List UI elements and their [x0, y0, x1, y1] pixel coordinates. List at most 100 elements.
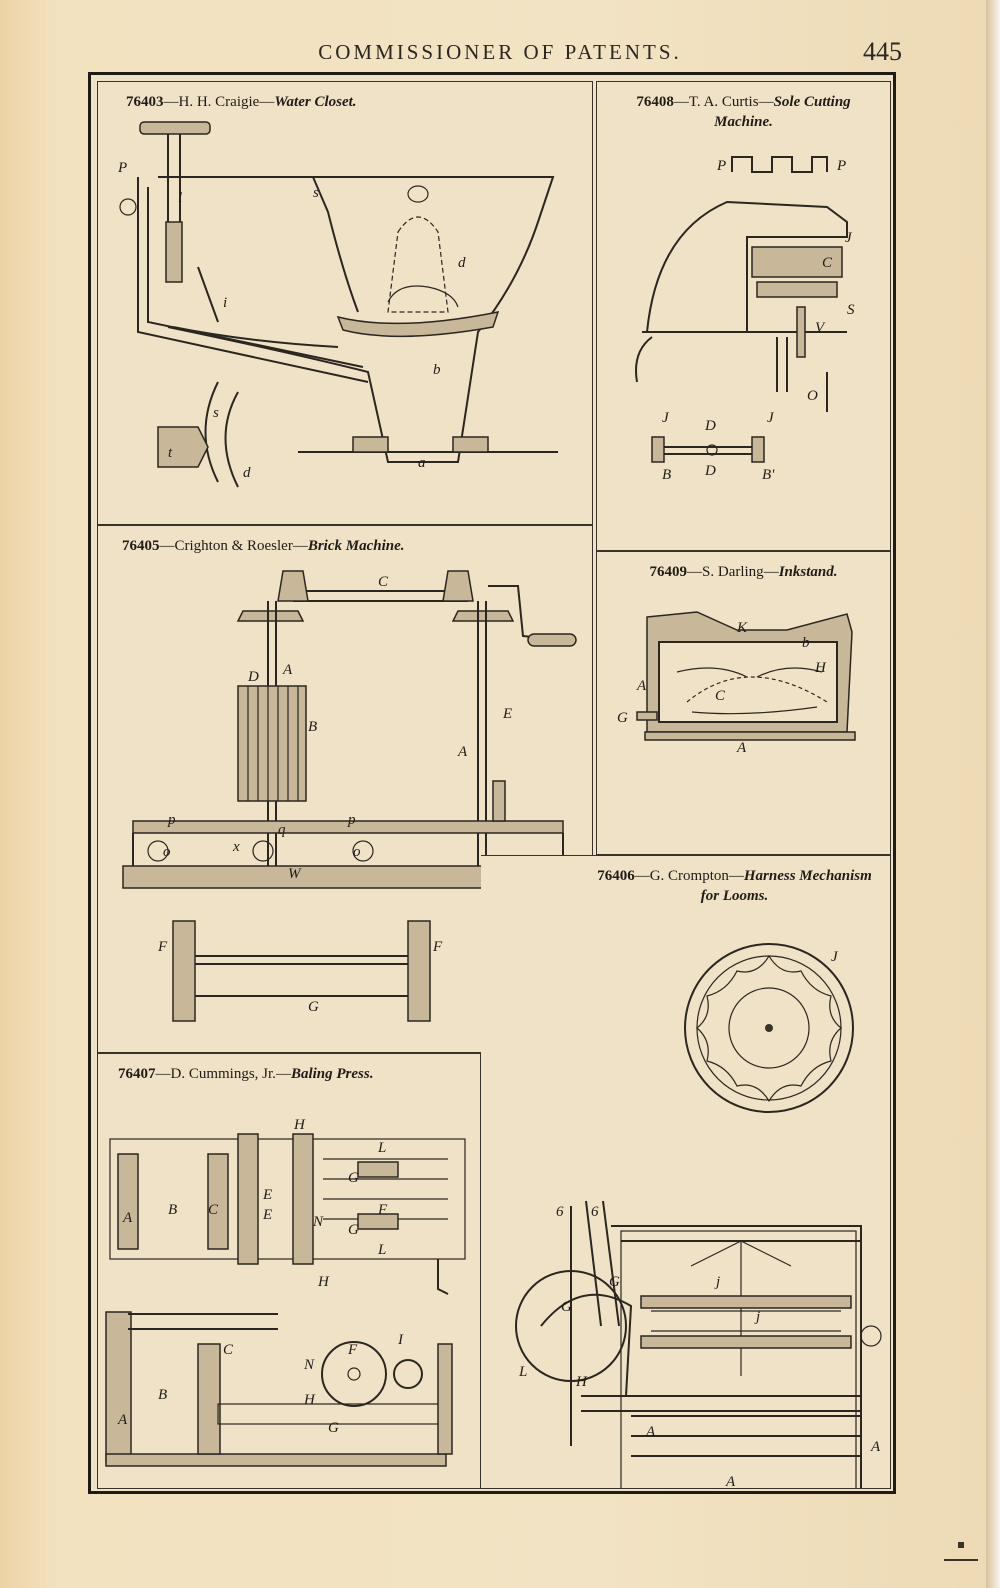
- page-edge: [986, 0, 1000, 1588]
- svg-text:t: t: [168, 445, 173, 461]
- svg-text:s: s: [213, 405, 219, 421]
- caption-76408: 76408—T. A. Curtis—Sole Cutting Machine.: [636, 94, 851, 130]
- caption-76403: 76403—H. H. Craigie—Water Closet.: [126, 94, 357, 110]
- invention-title: Water Closet.: [274, 94, 357, 110]
- svg-text:A: A: [282, 662, 293, 678]
- running-title: COMMISSIONER OF PATENTS.: [318, 40, 682, 64]
- inventor-name: G. Crompton: [649, 868, 729, 884]
- svg-text:A: A: [457, 744, 468, 760]
- svg-text:C: C: [378, 574, 389, 590]
- svg-text:p: p: [167, 812, 176, 828]
- page-header: COMMISSIONER OF PATENTS. 445: [90, 37, 910, 80]
- invention-title: Brick Machine.: [307, 538, 405, 554]
- svg-text:D: D: [704, 463, 716, 479]
- inventor-name: S. Darling: [702, 564, 764, 580]
- svg-text:G: G: [348, 1170, 359, 1186]
- svg-text:B: B: [168, 1202, 177, 1218]
- svg-text:x: x: [232, 839, 240, 855]
- svg-text:C: C: [223, 1342, 234, 1358]
- svg-text:H: H: [575, 1374, 588, 1390]
- inventor-name: T. A. Curtis: [688, 94, 759, 110]
- svg-text:G: G: [348, 1222, 359, 1238]
- invention-title: Baling Press.: [290, 1066, 374, 1082]
- svg-text:D: D: [704, 418, 716, 434]
- svg-text:o: o: [163, 844, 171, 860]
- panel-76407-baling-press: 76407—D. Cummings, Jr.—Baling Press.: [97, 1053, 481, 1489]
- svg-text:B: B: [308, 719, 317, 735]
- svg-text:S: S: [847, 302, 855, 318]
- invention-title: Sole Cutting Machine.: [714, 94, 851, 130]
- patent-number: 76405: [122, 538, 160, 554]
- svg-text:P: P: [117, 160, 127, 176]
- svg-text:G: G: [561, 1299, 572, 1315]
- panel-76406-harness-mechanism: 76406—G. Crompton—Harness Mechanism for …: [481, 855, 891, 1489]
- svg-text:j: j: [754, 1309, 760, 1325]
- svg-text:C: C: [822, 255, 833, 271]
- svg-text:C: C: [715, 688, 726, 704]
- svg-text:H: H: [317, 1274, 330, 1290]
- svg-text:L: L: [377, 1242, 386, 1258]
- svg-text:H: H: [814, 660, 827, 676]
- caption-76406: 76406—G. Crompton—Harness Mechanism for …: [597, 868, 872, 904]
- svg-text:s: s: [313, 185, 319, 201]
- svg-text:E: E: [262, 1187, 272, 1203]
- svg-text:G: G: [609, 1274, 620, 1290]
- page-corner-mark: [944, 1542, 978, 1561]
- svg-text:L: L: [518, 1364, 527, 1380]
- svg-text:q: q: [278, 822, 286, 838]
- svg-text:K: K: [736, 620, 748, 636]
- svg-text:D: D: [247, 669, 259, 685]
- svg-text:l: l: [178, 190, 182, 206]
- svg-text:G: G: [617, 710, 628, 726]
- svg-text:I: I: [397, 1332, 404, 1348]
- caption-76409: 76409—S. Darling—Inkstand.: [649, 564, 838, 580]
- svg-text:E: E: [502, 706, 512, 722]
- svg-text:F: F: [157, 939, 168, 955]
- svg-text:B': B': [762, 467, 775, 483]
- svg-text:N: N: [303, 1357, 315, 1373]
- svg-text:o: o: [353, 844, 361, 860]
- svg-text:J: J: [845, 230, 853, 246]
- svg-text:A: A: [736, 740, 747, 756]
- inventor-name: D. Cummings, Jr.: [170, 1066, 276, 1082]
- svg-text:H: H: [293, 1117, 306, 1133]
- svg-text:p: p: [347, 812, 356, 828]
- patent-number: 76409: [649, 564, 688, 580]
- svg-text:P: P: [836, 158, 846, 174]
- svg-text:a: a: [418, 455, 426, 471]
- svg-text:J: J: [831, 949, 839, 965]
- svg-text:J: J: [662, 410, 670, 426]
- svg-text:j: j: [714, 1274, 720, 1290]
- svg-text:d: d: [243, 465, 251, 481]
- baling-press-drawing: H L G A B C E E N F G L H I F B C N H G: [105, 1117, 466, 1467]
- svg-text:L: L: [377, 1140, 386, 1156]
- caption-76405: 76405—Crighton & Roesler—Brick Machine.: [122, 538, 405, 554]
- svg-text:F: F: [347, 1342, 358, 1358]
- panel-76408-sole-cutting-machine: 76408—T. A. Curtis—Sole Cutting Machine.…: [596, 81, 891, 551]
- brick-machine-drawing: C D A B E A p q p o x W o F F G P x: [122, 570, 577, 1025]
- patent-number: 76406: [597, 868, 635, 884]
- svg-text:B: B: [662, 467, 671, 483]
- svg-text:A: A: [645, 1424, 656, 1440]
- svg-text:F: F: [377, 1202, 388, 1218]
- water-closet-drawing: P l s d i b a s t d: [117, 121, 558, 488]
- svg-text:A: A: [122, 1210, 133, 1226]
- caption-76407: 76407—D. Cummings, Jr.—Baling Press.: [118, 1066, 374, 1082]
- svg-text:A: A: [725, 1474, 736, 1489]
- svg-text:W: W: [288, 866, 302, 882]
- page-number: 445: [863, 37, 902, 66]
- svg-text:N: N: [312, 1214, 324, 1230]
- svg-text:B: B: [158, 1387, 167, 1403]
- svg-text:6: 6: [556, 1204, 564, 1220]
- svg-text:b: b: [802, 635, 810, 651]
- invention-title: Harness Mechanism for Looms.: [700, 868, 872, 904]
- patent-number: 76407: [118, 1066, 156, 1082]
- panel-76403-water-closet: 76403—H. H. Craigie—Water Closet.: [97, 81, 593, 525]
- svg-text:i: i: [223, 295, 227, 311]
- svg-text:A: A: [117, 1412, 128, 1428]
- svg-text:G: G: [328, 1420, 339, 1436]
- svg-text:E: E: [262, 1207, 272, 1223]
- sole-cutting-machine-drawing: P P J C S V O J D J B D B': [635, 156, 855, 483]
- svg-text:A: A: [870, 1439, 881, 1455]
- svg-text:G: G: [308, 999, 319, 1015]
